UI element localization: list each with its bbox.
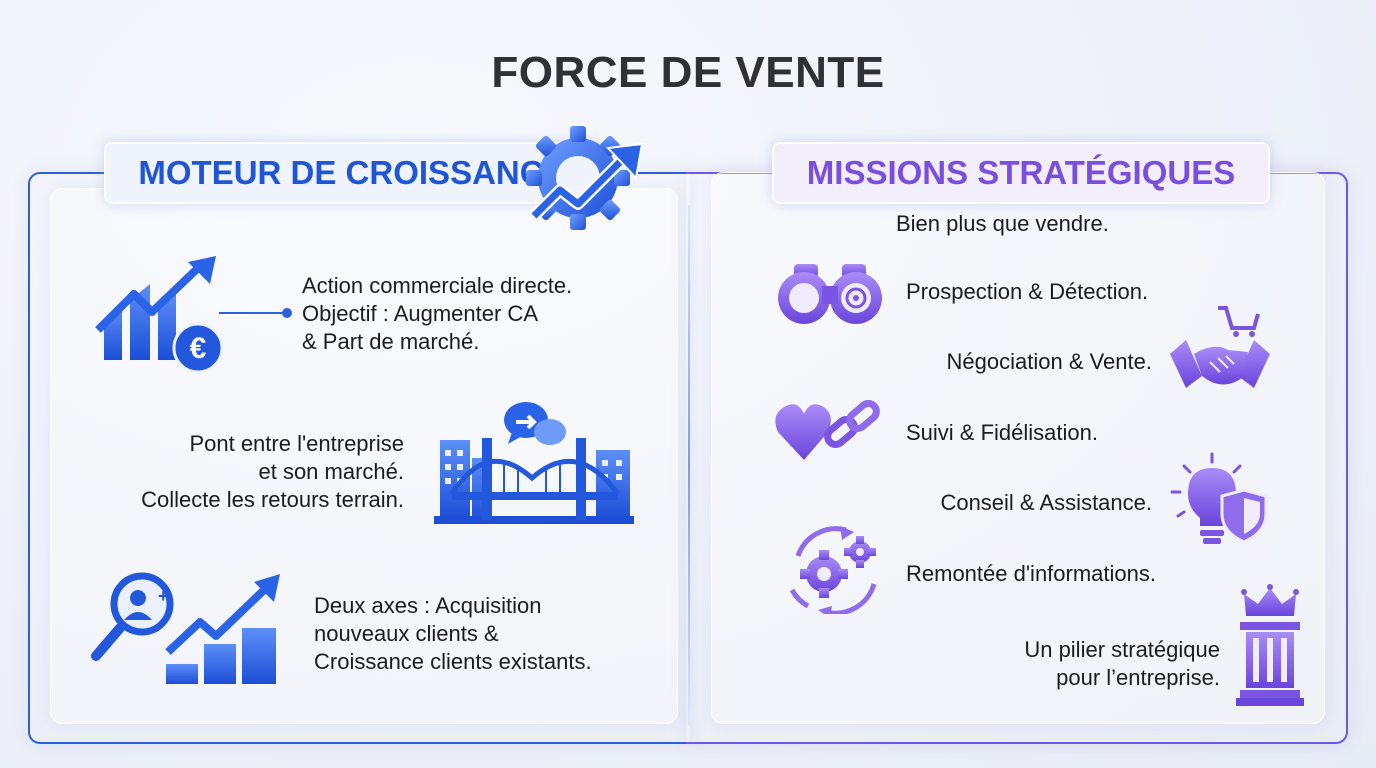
left-item-1-text: Action commerciale directe. Objectif : A… [302, 272, 662, 356]
mission-3-label: Suivi & Fidélisation. [906, 420, 1098, 445]
left-item-1-line-3: & Part de marché. [302, 329, 480, 354]
right-section-header: MISSIONS STRATÉGIQUES [772, 142, 1270, 204]
left-item-1-line-2: Objectif : Augmenter CA [302, 301, 538, 326]
left-section-header: MOTEUR DE CROISSANCE [104, 142, 600, 204]
closing-text: Un pilier stratégique pour l’entreprise. [950, 636, 1220, 692]
svg-text:+: + [158, 586, 169, 606]
left-item-3-line-2: nouveaux clients & [314, 621, 499, 646]
center-divider [688, 205, 690, 725]
svg-text:€: € [190, 332, 207, 365]
mission-5-label: Remontée d'informations. [906, 561, 1156, 586]
right-subtitle: Bien plus que vendre. [896, 211, 1109, 236]
left-item-2-line-1: Pont entre l'entreprise [189, 431, 404, 456]
gear-growth-arrow-icon [526, 126, 644, 230]
connector-line [219, 312, 287, 314]
pillar-crown-icon [1236, 584, 1304, 706]
left-item-3-text: Deux axes : Acquisition nouveaux clients… [314, 592, 654, 676]
left-item-2-line-3: Collecte les retours terrain. [141, 487, 404, 512]
binoculars-target-icon [778, 264, 882, 324]
left-item-1-line-1: Action commerciale directe. [302, 273, 573, 298]
search-user-growth-icon: + [91, 572, 280, 684]
closing-line-2: pour l’entreprise. [1056, 665, 1220, 690]
handshake-cart-icon [1170, 306, 1270, 388]
left-item-3-line-3: Croissance clients existants. [314, 649, 592, 674]
left-item-2-line-2: et son marché. [258, 459, 404, 484]
closing-line-1: Un pilier stratégique [1024, 637, 1220, 662]
left-item-3-line-1: Deux axes : Acquisition [314, 593, 542, 618]
page-title: FORCE DE VENTE [491, 48, 885, 97]
mission-2-label: Négociation & Vente. [946, 349, 1152, 374]
gears-cycle-icon [789, 526, 877, 614]
heart-chain-icon [775, 400, 880, 460]
mission-4-label: Conseil & Assistance. [940, 490, 1152, 515]
mission-1-label: Prospection & Détection. [906, 279, 1149, 304]
bridge-city-chat-icon [434, 402, 634, 524]
lightbulb-shield-icon [1170, 452, 1268, 544]
left-item-2-text: Pont entre l'entreprise et son marché. C… [70, 430, 404, 514]
growth-chart-euro-icon: € [95, 256, 224, 374]
connector-dot [282, 308, 292, 318]
